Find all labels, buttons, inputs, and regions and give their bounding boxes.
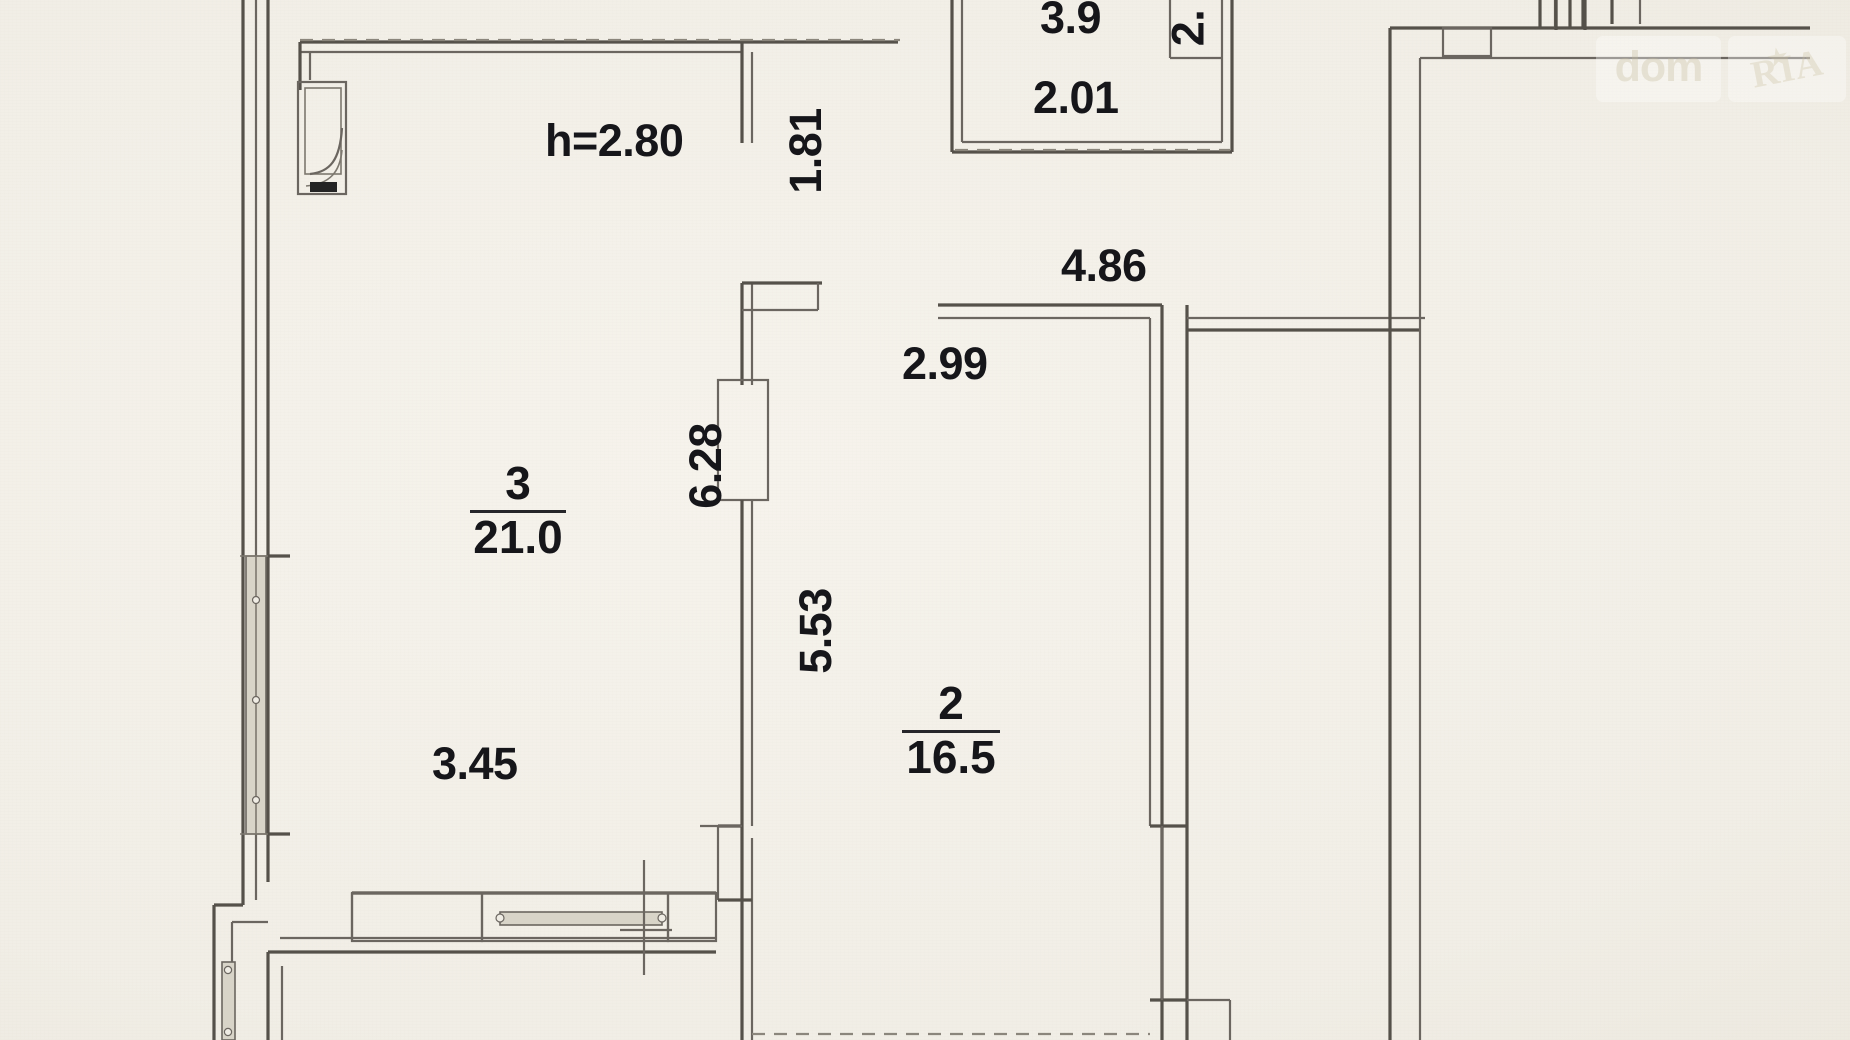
dimension-hall-width-top: 4.86 — [1061, 240, 1147, 291]
upper-right-room — [1388, 0, 1810, 1040]
axis-crosshair-mark — [620, 860, 672, 975]
left-wall-window — [240, 555, 272, 835]
room-3-number: 3 — [505, 457, 531, 509]
hall-top-wall — [938, 303, 1425, 1040]
room-3-area: 21.0 — [473, 510, 563, 563]
dimension-top-small-c: 2. — [1162, 9, 1214, 47]
entry-door-top-left — [296, 80, 348, 196]
misc-wall-ticks — [268, 554, 1232, 1040]
room-2-area: 16.5 — [906, 730, 996, 783]
dimension-room2-width-top: 2.99 — [902, 338, 988, 389]
bottom-left-balcony — [212, 891, 718, 1040]
right-edge-walls — [1554, 0, 1587, 30]
dimension-room3-width-bottom: 3.45 — [432, 738, 518, 789]
central-partition — [716, 281, 822, 1040]
dashed-construction-lines — [300, 38, 1230, 152]
top-small-room — [950, 0, 1234, 154]
dimension-top-small-a: 3.9 — [1040, 0, 1102, 43]
room-2-divider — [902, 729, 1000, 733]
dimension-top-small-b: 2.01 — [1033, 72, 1119, 123]
dimension-room3-height-right: 6.28 — [679, 423, 731, 509]
room-tag-2: 2 16.5 — [890, 680, 1012, 781]
dimension-ceiling-height: h=2.80 — [545, 115, 684, 166]
room-tag-3: 3 21.0 — [458, 460, 578, 561]
dimension-room2-height-left: 5.53 — [789, 588, 841, 674]
corridor-right-jogs — [1150, 824, 1187, 1002]
dimension-partition-top: 1.81 — [779, 108, 831, 194]
room-2-number: 2 — [938, 677, 964, 729]
room-3-divider — [470, 509, 566, 513]
